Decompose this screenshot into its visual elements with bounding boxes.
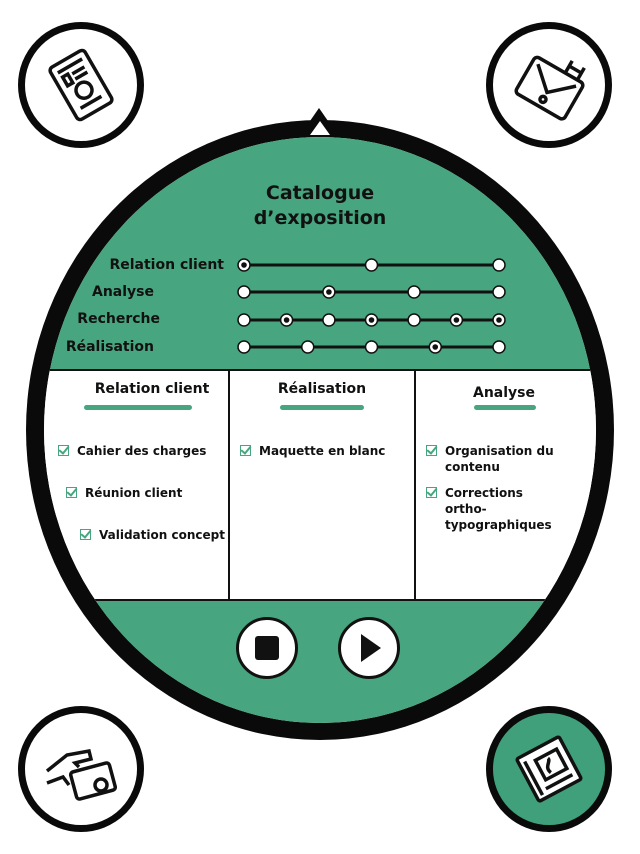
track-step[interactable]: [237, 285, 251, 299]
project-dial: Catalogue d’exposition Relation client A…: [44, 137, 596, 723]
mobile-app-button[interactable]: [18, 22, 144, 148]
task-item[interactable]: Validation concept: [80, 527, 225, 543]
checked-checkbox[interactable]: [426, 445, 437, 456]
track-step[interactable]: [407, 285, 421, 299]
checked-checkbox[interactable]: [80, 529, 91, 540]
task-label: Réunion client: [85, 486, 183, 500]
track-step[interactable]: [364, 258, 379, 272]
stop-button[interactable]: [236, 617, 298, 679]
payment-card-icon: [45, 748, 118, 801]
track-step-active-marker: [368, 317, 375, 323]
track-step[interactable]: [492, 340, 506, 354]
task-label: Cahier des charges: [77, 444, 207, 458]
dial-pointer-inner: [310, 121, 330, 135]
task-label: Validation concept: [99, 528, 225, 542]
track-label-analyse: Analyse: [91, 284, 154, 300]
column-underline: [280, 405, 364, 410]
page-title: Catalogue d’exposition: [44, 181, 596, 231]
column-underline: [84, 405, 192, 410]
task-label: Maquette en blanc: [259, 444, 386, 458]
progress-panel: Catalogue d’exposition Relation client A…: [44, 137, 596, 369]
column-header: Relation client: [94, 381, 210, 397]
task-label: Corrections ortho-typographiques: [445, 486, 552, 532]
play-icon: [361, 634, 381, 662]
control-bar: [44, 601, 596, 723]
play-button[interactable]: [338, 617, 400, 679]
catalogue-button[interactable]: [486, 706, 612, 832]
checked-checkbox[interactable]: [426, 487, 437, 498]
track-step[interactable]: [407, 313, 421, 327]
tablet-design-button[interactable]: [486, 22, 612, 148]
track-step[interactable]: [237, 313, 251, 327]
track-step-active-marker: [326, 289, 332, 295]
track-step-active-marker: [496, 317, 502, 323]
track-step[interactable]: [364, 340, 379, 354]
track-step-active-marker: [241, 262, 247, 268]
mobile-phone-icon: [48, 48, 114, 122]
payment-button[interactable]: [18, 706, 144, 832]
book-icon: [515, 735, 583, 803]
task-item[interactable]: Maquette en blanc: [240, 443, 385, 459]
checked-checkbox[interactable]: [58, 445, 69, 456]
track-step[interactable]: [237, 340, 251, 354]
column-header: Réalisation: [277, 381, 367, 397]
track-label-realisation: Réalisation: [65, 339, 154, 355]
column-realisation: Réalisation Maquette en blanc: [228, 371, 414, 599]
stop-icon: [255, 636, 279, 660]
track-step[interactable]: [492, 285, 506, 299]
track-label-relation-client: Relation client: [109, 257, 224, 273]
track-step[interactable]: [322, 313, 336, 327]
checked-checkbox[interactable]: [240, 445, 251, 456]
column-underline: [474, 405, 536, 410]
tablet-tools-icon: [514, 55, 586, 121]
task-item[interactable]: Cahier des charges: [58, 443, 206, 459]
task-label: Organisation du contenu: [445, 444, 554, 474]
title-line-2: d’exposition: [253, 207, 387, 229]
track-label-recherche: Recherche: [77, 311, 160, 327]
track-step-active-marker: [453, 317, 460, 323]
task-item[interactable]: Organisation du contenu: [426, 443, 566, 475]
track-step[interactable]: [301, 340, 315, 354]
track-step[interactable]: [492, 258, 506, 272]
task-board: Relation client Cahier des charges Réuni…: [44, 369, 596, 601]
column-relation-client: Relation client Cahier des charges Réuni…: [44, 371, 228, 599]
checked-checkbox[interactable]: [66, 487, 77, 498]
task-item[interactable]: Réunion client: [66, 485, 182, 501]
column-analyse: Analyse Organisation du contenu Correcti…: [414, 371, 596, 599]
progress-tracks: [237, 258, 506, 354]
track-step-active-marker: [432, 344, 439, 350]
title-line-1: Catalogue: [265, 182, 375, 204]
task-item[interactable]: Corrections ortho-typographiques: [426, 485, 566, 533]
column-header: Analyse: [472, 385, 535, 401]
track-step-active-marker: [283, 317, 290, 323]
